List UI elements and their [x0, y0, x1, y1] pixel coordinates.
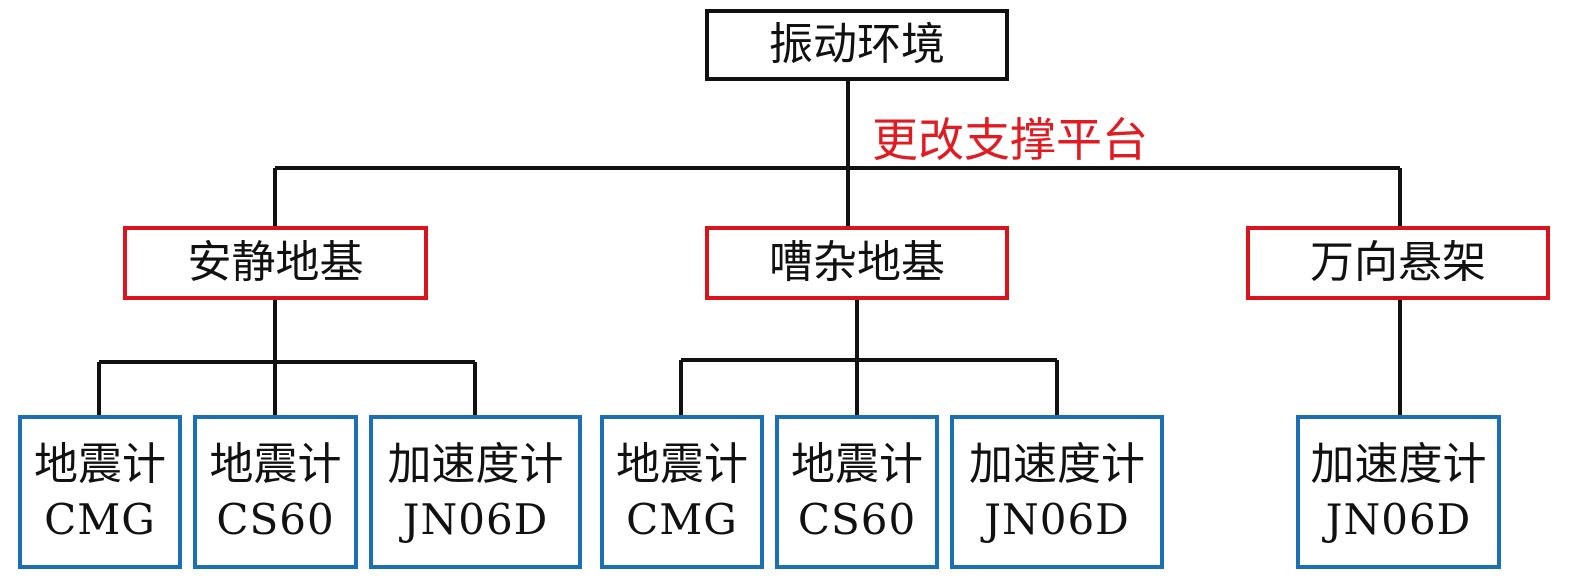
platform-node-2: 嘈杂地基	[705, 226, 1009, 300]
platform-node-label: 嘈杂地基	[769, 236, 945, 288]
platform-node-3: 万向悬架	[1246, 226, 1550, 300]
annotation-label: 更改支撑平台	[872, 113, 1148, 167]
sensor-type-label: 加速度计	[1310, 438, 1487, 490]
sensor-type-label: 地震计	[616, 438, 748, 490]
sensor-model-label: CS60	[216, 495, 335, 545]
sensor-type-label: 加速度计	[387, 438, 564, 490]
sensor-model-label: CS60	[797, 495, 917, 545]
sensor-node: 地震计 CS60	[193, 415, 358, 569]
sensor-model-label: CMG	[44, 495, 156, 545]
root-node: 振动环境	[705, 9, 1009, 81]
sensor-node: 地震计 CMG	[600, 415, 764, 569]
sensor-model-label: JN06D	[402, 495, 549, 545]
sensor-model-label: JN06D	[1325, 495, 1472, 545]
sensor-type-label: 地震计	[209, 438, 342, 490]
platform-node-label: 安静地基	[187, 236, 364, 288]
sensor-node: 加速度计 JN06D	[950, 415, 1164, 569]
sensor-model-label: JN06D	[984, 495, 1130, 545]
sensor-model-label: CMG	[626, 495, 738, 545]
platform-node-label: 万向悬架	[1310, 236, 1486, 288]
sensor-node: 加速度计 JN06D	[369, 415, 582, 569]
sensor-type-label: 加速度计	[969, 438, 1145, 490]
sensor-type-label: 地震计	[34, 438, 166, 490]
sensor-node: 加速度计 JN06D	[1296, 415, 1501, 569]
platform-node-1: 安静地基	[123, 226, 428, 300]
sensor-node: 地震计 CMG	[18, 415, 182, 569]
sensor-node: 地震计 CS60	[775, 415, 939, 569]
sensor-type-label: 地震计	[791, 438, 923, 490]
root-node-label: 振动环境	[769, 18, 945, 70]
